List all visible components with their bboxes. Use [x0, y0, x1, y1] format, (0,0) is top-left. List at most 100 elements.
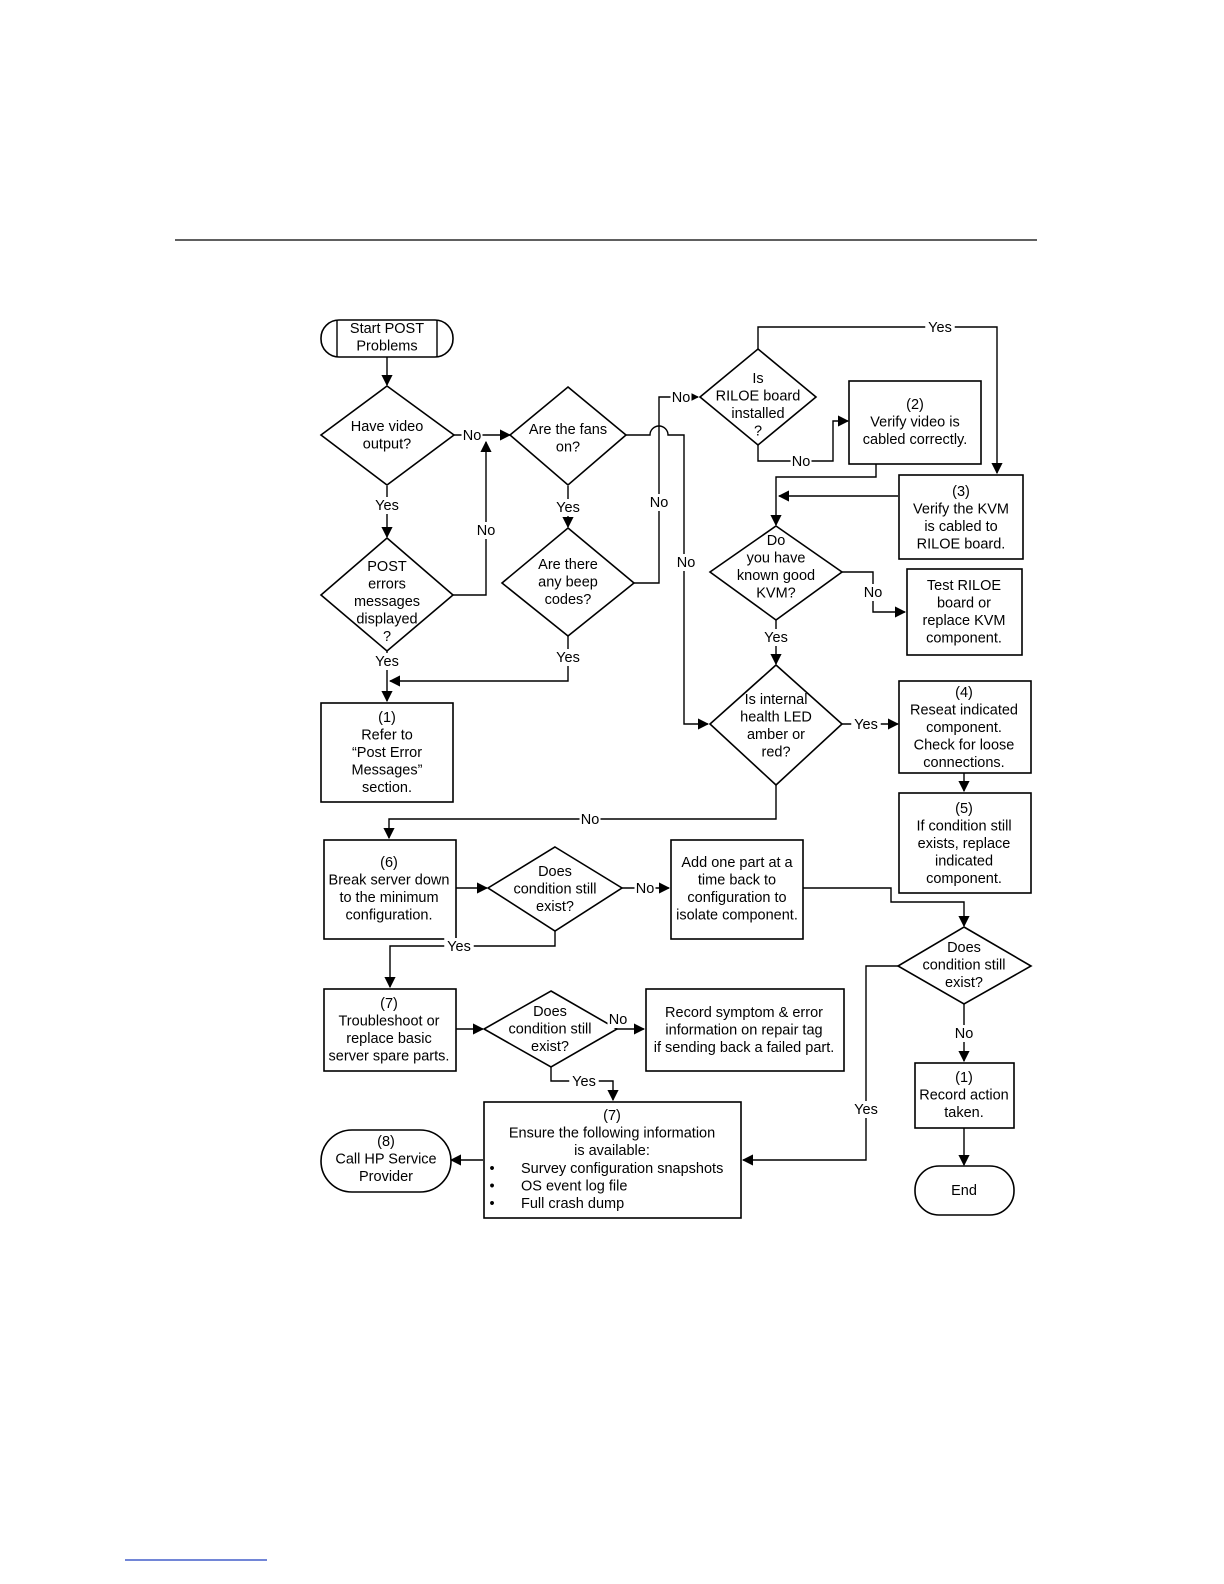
node-line: cabled correctly.	[863, 432, 968, 448]
node-line: health LED	[740, 710, 812, 726]
decision-condition-1	[486, 846, 624, 932]
node-line: (4)	[955, 685, 973, 701]
edge-label-no: No	[581, 812, 600, 828]
box-replace5	[898, 792, 1032, 894]
decision-kvm	[708, 525, 844, 621]
edge-labels: YesNoNoYesYesYesNoNoNoYesNoNoYesYesNoNoY…	[372, 319, 975, 1118]
node-line: (6)	[380, 855, 398, 871]
node-line: “Post Error	[352, 745, 422, 761]
node-line: to the minimum	[339, 890, 438, 906]
node-line: component.	[926, 871, 1002, 887]
edge-label-no: No	[672, 390, 691, 406]
node-line: If condition still	[916, 819, 1011, 835]
edge-label-bg	[475, 522, 497, 539]
node-line: (7)	[603, 1108, 621, 1124]
decision-beep	[500, 526, 636, 638]
node-line: Record symptom & error	[665, 1005, 823, 1021]
box-troubleshoot7	[323, 988, 457, 1072]
node-line: POST	[367, 559, 407, 575]
box-break6	[323, 839, 457, 940]
edge-label-yes: Yes	[556, 500, 580, 516]
node-line: component.	[926, 631, 1002, 647]
node-line: (1)	[378, 710, 396, 726]
edge-label-no: No	[792, 454, 811, 470]
node-line: Reseat indicated	[910, 703, 1018, 719]
edge-label-yes: Yes	[854, 1102, 878, 1118]
node-line: condition still	[922, 958, 1005, 974]
node-text-end: End	[951, 1183, 977, 1199]
box-record-action	[914, 1062, 1015, 1129]
node-line: configuration to	[687, 890, 786, 906]
edge-label-no: No	[636, 881, 655, 897]
box-ensure7	[483, 1101, 742, 1219]
edge-label-bg	[675, 554, 697, 571]
node-line: Is	[752, 371, 763, 387]
node-line: Does	[538, 864, 572, 880]
node-line: is cabled to	[924, 519, 997, 535]
node-line: (8)	[377, 1134, 395, 1150]
node-line: condition still	[508, 1022, 591, 1038]
decision-fans	[508, 385, 628, 487]
node-line: information on repair tag	[665, 1023, 822, 1039]
box-add-part	[670, 839, 804, 940]
box-verify-kvm	[898, 474, 1024, 560]
edge-label-bg	[553, 499, 583, 516]
node-line: server spare parts.	[329, 1049, 450, 1065]
node-line: configuration.	[345, 908, 432, 924]
node-line: Add one part at a	[681, 855, 793, 871]
node-line: installed	[731, 406, 784, 422]
node-line: End	[951, 1183, 977, 1199]
decision-video-output	[319, 385, 456, 487]
node-line: indicated	[935, 854, 993, 870]
node-line: Messages”	[352, 763, 423, 779]
node-line: if sending back a failed part.	[654, 1040, 835, 1056]
node-line: amber or	[747, 727, 805, 743]
node-line: (2)	[906, 397, 924, 413]
node-line: Test RILOE	[927, 578, 1001, 594]
node-line: Problems	[356, 339, 417, 355]
edge-post-no	[453, 440, 492, 596]
edge-label-yes: Yes	[556, 650, 580, 666]
edge-riloe-no	[757, 415, 850, 462]
edge-label-yes: Yes	[375, 654, 399, 670]
edge-label-no: No	[864, 585, 883, 601]
edge-label-no: No	[677, 555, 696, 571]
node-line: Does	[533, 1004, 567, 1020]
terminator-call-hp	[320, 1129, 452, 1193]
node-line: ?	[754, 424, 762, 440]
node-line: Call HP Service	[335, 1152, 436, 1168]
node-line: condition still	[513, 882, 596, 898]
node-line: board or	[937, 596, 991, 612]
bullet-glyph: •	[489, 1196, 494, 1212]
node-line: messages	[354, 594, 420, 610]
edge-label-yes: Yes	[854, 717, 878, 733]
node-line: you have	[747, 551, 806, 567]
node-text-record-symptom: Record symptom & error information on rep…	[654, 1005, 835, 1056]
node-line: replace KVM	[922, 613, 1005, 629]
edge-label-yes: Yes	[572, 1074, 596, 1090]
node-line: (5)	[955, 801, 973, 817]
edge-label-bg	[862, 584, 884, 601]
edge-add-cond3	[803, 887, 970, 928]
edge-label-bg	[372, 653, 402, 670]
edge-label-bg	[444, 938, 474, 955]
node-line: exist?	[531, 1039, 569, 1055]
node-line: Verify video is	[870, 415, 959, 431]
edge-cond3-yes	[741, 965, 898, 1166]
decision-riloe	[698, 347, 818, 447]
edge-label-bg	[953, 1025, 975, 1042]
